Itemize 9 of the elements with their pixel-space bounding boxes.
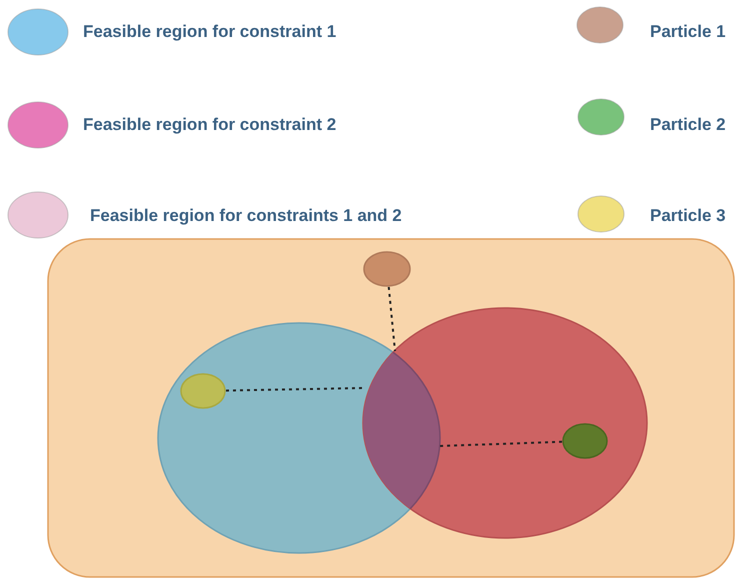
legend-label: Feasible region for constraint 1 [83, 22, 336, 42]
dotted-line [226, 387, 364, 392]
dotted-line [440, 440, 562, 447]
legend-label: Particle 1 [650, 22, 726, 42]
legend-label: Feasible region for constraint 2 [83, 115, 336, 135]
dotted-line [388, 286, 396, 352]
legend-label: Feasible region for constraints 1 and 2 [90, 206, 402, 226]
legend-label: Particle 2 [650, 115, 726, 135]
legend-label: Particle 3 [650, 206, 726, 226]
